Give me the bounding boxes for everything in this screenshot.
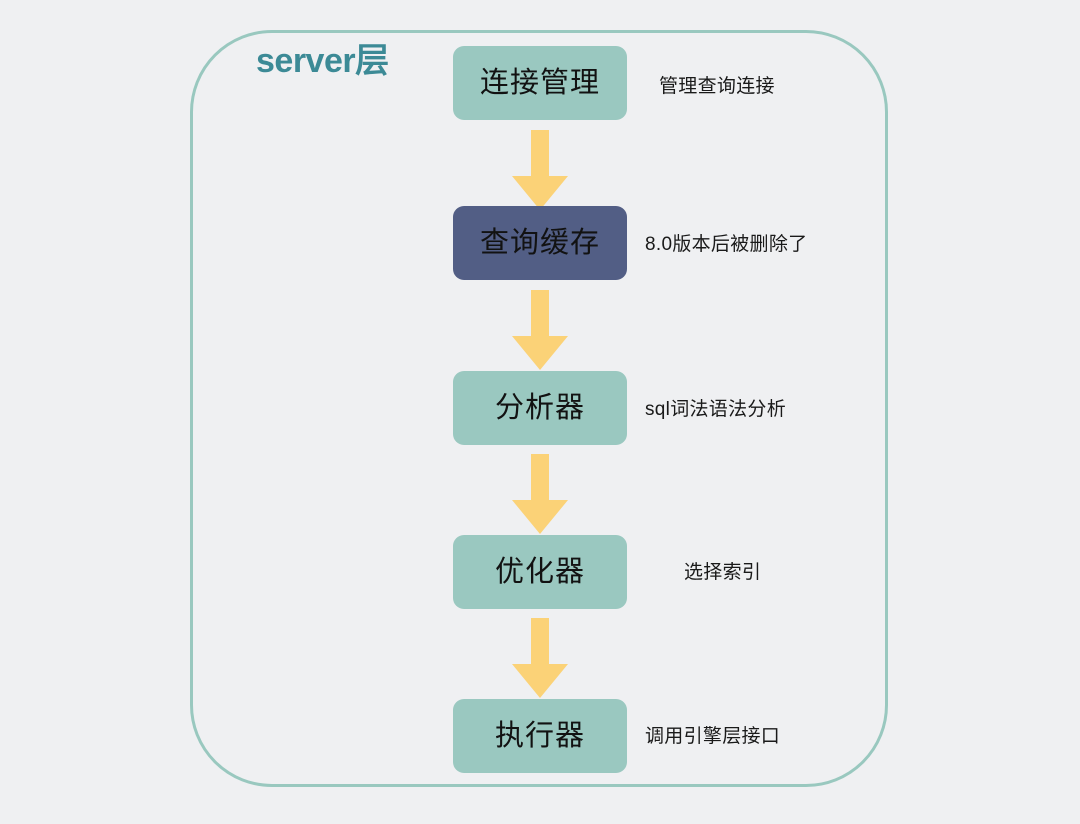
node-query-cache[interactable]: 查询缓存 xyxy=(453,206,627,280)
annotation-executor: 调用引擎层接口 xyxy=(645,726,781,747)
arrow-down-icon-4 xyxy=(512,618,568,698)
node-label: 连接管理 xyxy=(479,66,600,99)
node-label: 查询缓存 xyxy=(479,226,600,259)
annotation-query-cache: 8.0版本后被删除了 xyxy=(645,234,808,255)
annotation-connection-management: 管理查询连接 xyxy=(659,76,775,97)
node-analyzer[interactable]: 分析器 xyxy=(453,371,627,445)
arrow-down-icon-2 xyxy=(512,290,568,370)
node-optimizer[interactable]: 优化器 xyxy=(453,535,627,609)
server-layer-title: server层 xyxy=(256,42,389,80)
node-connection-management[interactable]: 连接管理 xyxy=(453,46,627,120)
node-label: 执行器 xyxy=(494,719,585,752)
arrow-down-icon-1 xyxy=(512,130,568,210)
node-label: 分析器 xyxy=(494,391,585,424)
annotation-optimizer: 选择索引 xyxy=(684,562,762,583)
server-layer-container xyxy=(190,30,888,787)
node-label: 优化器 xyxy=(494,555,585,588)
node-executor[interactable]: 执行器 xyxy=(453,699,627,773)
arrow-down-icon-3 xyxy=(512,454,568,534)
annotation-analyzer: sql词法语法分析 xyxy=(645,399,786,420)
